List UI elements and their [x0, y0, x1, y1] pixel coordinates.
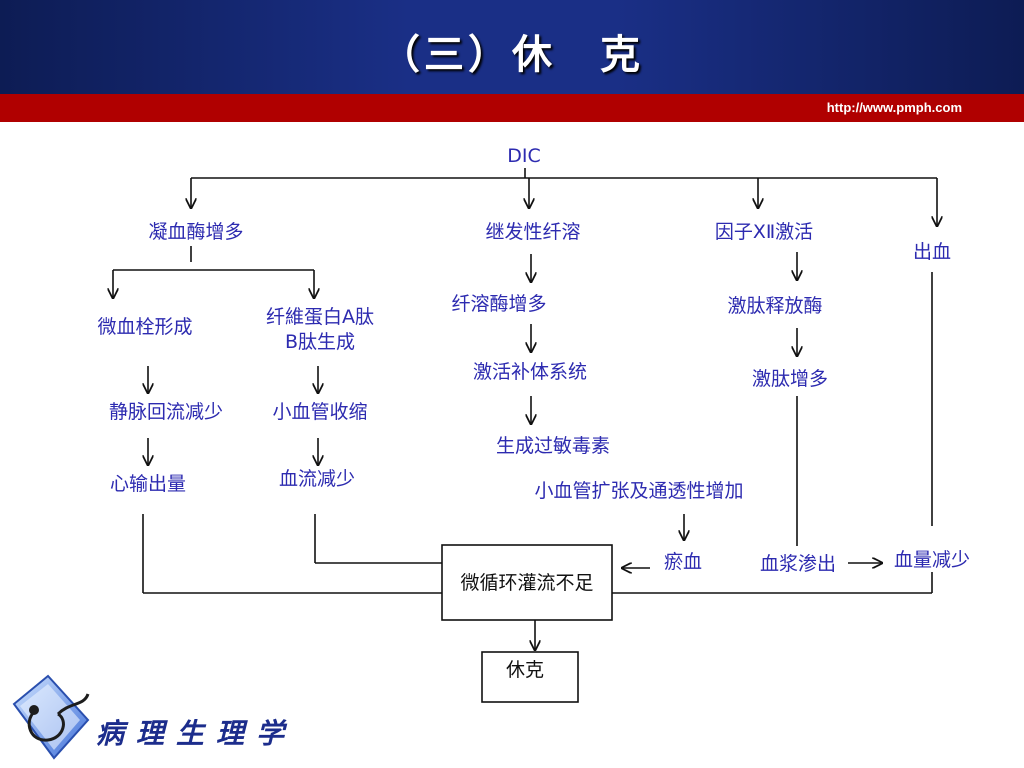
- node-volume-loss: 血量减少: [894, 549, 970, 571]
- node-kinin: 激肽增多: [752, 368, 828, 390]
- node-dilation: 小血管扩张及通透性增加: [534, 480, 743, 502]
- page-title: （三）休 克: [380, 32, 644, 78]
- node-kininogenase: 激肽释放酶: [727, 295, 822, 317]
- red-accent-bar: [0, 94, 1024, 122]
- node-anaphylatoxin: 生成过敏毒素: [496, 435, 610, 457]
- node-fibrin-line2: B肽生成: [285, 331, 355, 353]
- node-shock: 休克: [506, 659, 544, 681]
- footer-course-title: 病理生理学: [96, 717, 297, 750]
- node-bleeding: 出血: [913, 241, 951, 263]
- node-fibrin-line1: 纤維蛋白A肽: [266, 306, 374, 328]
- node-dic: DIC: [507, 145, 541, 167]
- node-cardiac-output: 心输出量: [110, 473, 186, 495]
- node-plasma-leak: 血浆渗出: [760, 553, 836, 575]
- node-plasmin: 纤溶酶增多: [451, 293, 546, 315]
- node-complement: 激活补体系统: [473, 361, 587, 383]
- stethoscope-folder-icon: [12, 674, 90, 760]
- website-url: http://www.pmph.com: [826, 100, 962, 115]
- node-vessel-constrict: 小血管收缩: [272, 401, 367, 423]
- node-coagulation: 凝血酶增多: [148, 221, 243, 243]
- node-micro-thrombus: 微血栓形成: [97, 316, 192, 338]
- node-micro-insufficiency: 微循环灌流不足: [460, 572, 593, 594]
- node-secondary-fibrinolysis: 继发性纤溶: [485, 221, 580, 243]
- node-factor12: 因子ⅩⅡ激活: [715, 221, 813, 243]
- node-blood-flow: 血流减少: [279, 468, 355, 490]
- header-bar: [0, 0, 1024, 94]
- node-stasis: 瘀血: [664, 551, 702, 573]
- node-venous-return: 静脉回流减少: [109, 401, 223, 423]
- connector-lines: [113, 168, 937, 703]
